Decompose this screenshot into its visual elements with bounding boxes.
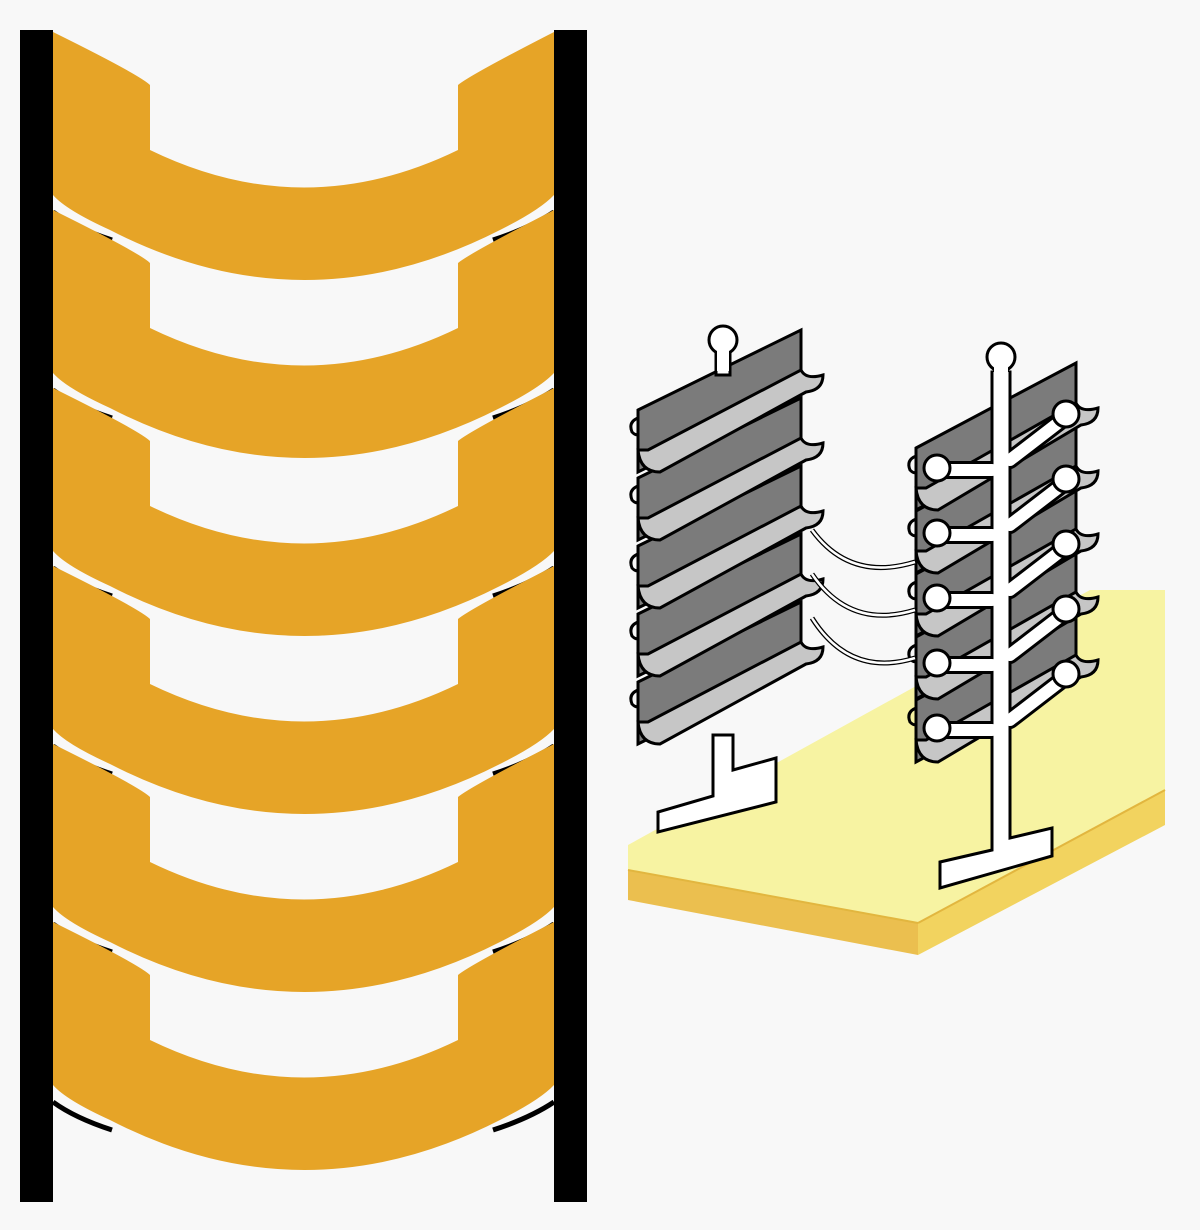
tree-branch-right-knob — [1051, 594, 1081, 624]
tree-branch-right-knob — [1051, 464, 1081, 494]
curved-segment — [53, 32, 554, 280]
left-top-knob — [707, 324, 739, 377]
post-foot — [656, 733, 778, 834]
tree-branch-right — [1004, 414, 1068, 466]
wire — [810, 573, 916, 617]
joint-mark-left — [51, 1099, 113, 1133]
plate-hook — [907, 580, 918, 601]
left-stand-post — [656, 733, 778, 834]
isometric-model-panel — [627, 324, 1166, 955]
right-tree-post — [922, 341, 1081, 890]
plate-lip — [636, 503, 825, 610]
plate-lip — [636, 571, 825, 678]
tree-branch-right-knob — [1051, 399, 1081, 429]
connecting-wires — [809, 528, 916, 666]
tree-branch-right-knob — [1051, 529, 1081, 559]
curved-segment — [53, 210, 554, 458]
curved-segment — [53, 388, 554, 636]
tree-branch-left-knob — [922, 518, 952, 548]
plate-hook — [629, 688, 640, 709]
curved-segment — [53, 922, 554, 1170]
tree-stem-cover — [993, 372, 1009, 842]
base-side-face — [918, 790, 1165, 955]
tree-branch-right-knob — [1051, 659, 1081, 689]
joint-mark-right — [492, 1099, 556, 1133]
base-edge — [627, 869, 919, 924]
tree-branch-right — [1004, 609, 1068, 661]
plate-lip — [636, 367, 825, 474]
plate-lip — [636, 435, 825, 542]
plate-lip — [636, 639, 825, 746]
curved-segment — [53, 744, 554, 992]
tree-branch-left-knob — [922, 648, 952, 678]
tree-branch-left-knob — [922, 583, 952, 613]
tree-branch-right — [1004, 674, 1068, 726]
stacked-segments — [51, 32, 556, 1170]
tree-branch-right — [1004, 479, 1068, 531]
plate-hook — [907, 706, 918, 727]
plate-hook — [907, 517, 918, 538]
wire — [810, 617, 916, 665]
tree-branch-right — [1004, 544, 1068, 596]
right-rail — [554, 30, 587, 1202]
plate-hook — [629, 620, 640, 641]
side-view-panel — [20, 30, 587, 1202]
wire — [810, 529, 916, 569]
plate-hook — [629, 552, 640, 573]
tree-branch-left-knob — [922, 713, 952, 743]
plate-hook — [907, 454, 918, 475]
left-plate-stack — [629, 327, 825, 747]
left-rail — [20, 30, 53, 1202]
plate-hook — [629, 416, 640, 437]
base-front-face — [628, 870, 918, 955]
tree-branch-left-knob — [922, 453, 952, 483]
plate-hook — [629, 484, 640, 505]
curved-segment — [53, 566, 554, 814]
